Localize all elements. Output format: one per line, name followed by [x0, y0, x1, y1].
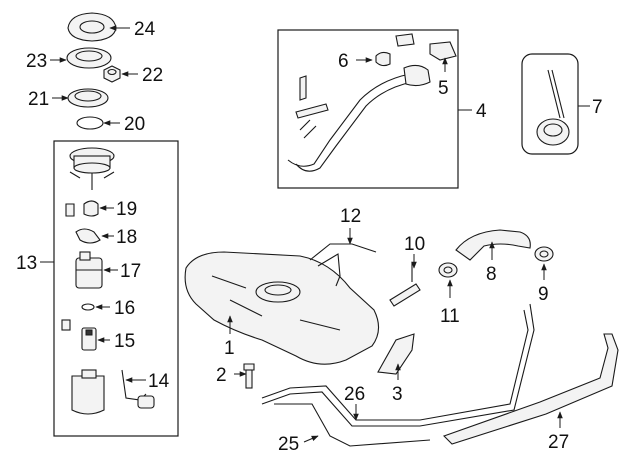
- callout-1: 1: [224, 338, 235, 359]
- filler-pipe-group-frame: [277, 29, 459, 189]
- access-cover-24: [67, 12, 117, 42]
- cap-6: [375, 51, 391, 67]
- callout-4: 4: [476, 101, 487, 122]
- lock-ring-21: [67, 88, 109, 108]
- callout-11: 11: [440, 306, 460, 327]
- callout-5: 5: [438, 78, 449, 99]
- gasket-23: [66, 47, 112, 69]
- nut-22: [103, 65, 121, 83]
- callout-2: 2: [216, 365, 227, 386]
- fuel-pump-group-frame: [53, 140, 179, 437]
- hose-clip-19: [65, 200, 99, 217]
- callout-16: 16: [114, 298, 135, 319]
- pump-motor-15: [61, 319, 97, 351]
- callout-17: 17: [120, 261, 141, 282]
- callout-12: 12: [340, 206, 361, 227]
- vent-hose-10: [389, 262, 421, 307]
- callout-13: 13: [16, 253, 37, 274]
- callout-8: 8: [486, 264, 497, 285]
- callout-24: 24: [134, 19, 156, 40]
- callout-10: 10: [404, 234, 425, 255]
- vent-tube-12: [309, 243, 377, 287]
- fuel-tank-1: [184, 251, 380, 365]
- callout-21: 21: [28, 89, 49, 110]
- tank-strap-27: [442, 333, 619, 445]
- filler-pipe-4: [287, 64, 431, 172]
- callout-18: 18: [116, 227, 137, 248]
- bolt-in-pipe-group: [299, 75, 307, 101]
- callout-19: 19: [116, 199, 137, 220]
- bolt-2: [243, 363, 255, 389]
- fuel-cap-group-frame: [521, 53, 579, 155]
- callout-22: 22: [142, 65, 163, 86]
- fuel-line-25: [274, 403, 431, 447]
- clamp-11: [438, 262, 458, 278]
- pump-module-top: [69, 147, 115, 190]
- o-ring-16: [81, 303, 95, 311]
- callout-14: 14: [148, 371, 170, 392]
- callout-7: 7: [592, 97, 603, 118]
- fuel-line-26: [261, 303, 535, 427]
- callout-26: 26: [344, 384, 365, 405]
- callout-15: 15: [114, 331, 135, 352]
- callout-labels: 24 23 22 21 20 13 19 18 17 16 15 14: [16, 19, 603, 455]
- callout-20: 20: [124, 114, 145, 135]
- clamp-9: [534, 246, 554, 262]
- heat-shield-3: [377, 333, 415, 375]
- callout-6: 6: [338, 51, 349, 72]
- fuel-cap-7: [536, 69, 570, 146]
- callout-3: 3: [392, 384, 403, 405]
- filler-neck-5: [395, 33, 457, 61]
- callout-23: 23: [26, 51, 47, 72]
- fuel-filter-17: [75, 251, 103, 289]
- callout-9: 9: [538, 284, 549, 305]
- o-ring-20: [76, 116, 104, 130]
- clamp-18: [75, 228, 101, 244]
- callout-25: 25: [278, 434, 299, 455]
- sender-assembly-14: [71, 369, 155, 415]
- callout-27: 27: [548, 432, 569, 453]
- filler-hose-8: [455, 229, 531, 261]
